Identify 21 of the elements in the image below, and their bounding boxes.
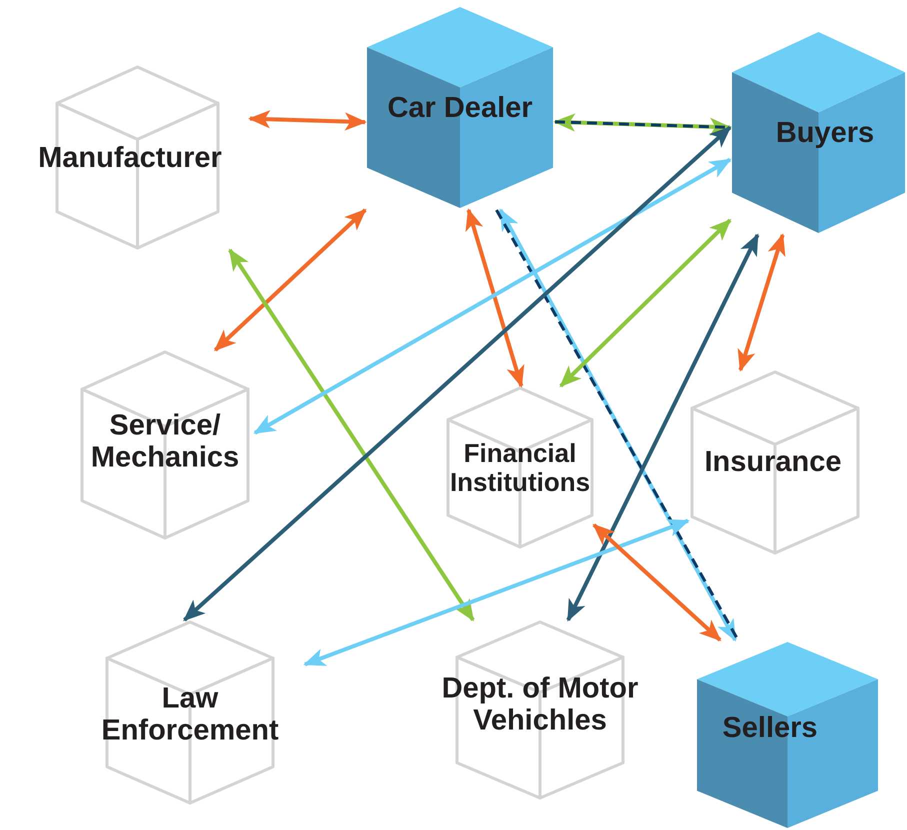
node-label: Buyers [774, 116, 876, 150]
node-label: Dept. of Motor Vehichles [440, 672, 640, 738]
double-arrow [553, 113, 732, 136]
double-arrow [248, 110, 367, 131]
node-label: Insurance [704, 446, 842, 478]
double-arrow [566, 233, 760, 622]
node-label: Manufacturer [37, 142, 223, 174]
node-label: Financial Institutions [448, 438, 592, 498]
node-label: Law Enforcement [100, 682, 280, 748]
double-arrow [303, 518, 690, 666]
node-label: Car Dealer [386, 92, 534, 124]
double-arrow [738, 233, 786, 372]
double-arrow [228, 248, 475, 622]
double-arrow [592, 523, 722, 642]
double-arrow [559, 218, 732, 388]
double-arrow [253, 158, 732, 435]
double-arrow [183, 126, 732, 622]
double-arrow [214, 208, 367, 352]
node-label: Service/ Mechanics [90, 410, 240, 474]
node-label: Sellers [721, 712, 819, 744]
double-arrow [466, 208, 524, 388]
